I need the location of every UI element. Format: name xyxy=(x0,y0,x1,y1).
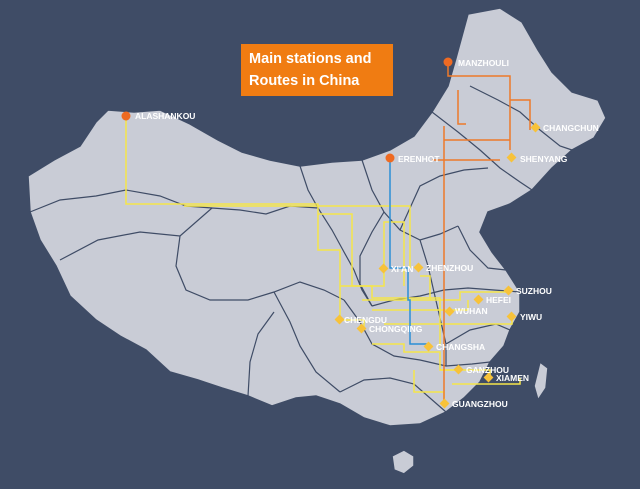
station-marker-shenyang[interactable] xyxy=(506,152,517,163)
station-marker-ganzhou[interactable] xyxy=(453,364,464,375)
station-marker-yiwu[interactable] xyxy=(506,311,517,322)
station-marker-xiamen[interactable] xyxy=(483,372,494,383)
label-hefei: HEFEI xyxy=(486,295,511,305)
inland-stations xyxy=(334,122,541,409)
label-shenyang: SHENYANG xyxy=(520,154,568,164)
taiwan-island xyxy=(533,360,549,402)
station-marker-xian[interactable] xyxy=(378,263,389,274)
label-chongqing: CHONGQING xyxy=(369,324,423,334)
label-chengdu: CHENGDU xyxy=(344,315,387,325)
station-marker-changsha[interactable] xyxy=(423,341,434,352)
label-guangzhou: GUANGZHOU xyxy=(452,399,508,409)
label-erenhot: ERENHOT xyxy=(398,154,440,164)
label-changchun: CHANGCHUN xyxy=(543,123,599,133)
station-marker-manzhouli[interactable] xyxy=(443,57,453,67)
station-marker-erenhot[interactable] xyxy=(385,153,395,163)
map-title-line1: Main stations and xyxy=(249,51,372,67)
label-yiwu: YIWU xyxy=(520,312,542,322)
hainan-island xyxy=(391,449,415,475)
yellow-routes xyxy=(125,116,521,404)
label-suzhou: SUZHOU xyxy=(516,286,552,296)
label-xian: XI'AN xyxy=(391,264,413,274)
border-stations xyxy=(121,57,453,163)
station-marker-wuhan[interactable] xyxy=(444,306,455,317)
station-marker-suzhou[interactable] xyxy=(503,285,514,296)
station-marker-zhenzhou[interactable] xyxy=(413,262,424,273)
station-marker-hefei[interactable] xyxy=(473,294,484,305)
blue-route xyxy=(389,160,430,345)
label-wuhan: WUHAN xyxy=(455,306,488,316)
province-borders xyxy=(29,85,573,413)
label-zhenzhou: ZHENZHOU xyxy=(426,263,473,273)
station-marker-chongqing[interactable] xyxy=(356,323,367,334)
station-labels: MANZHOULI ALASHANKOU ERENHOT CHANGCHUN S… xyxy=(135,58,599,409)
label-changsha: CHANGSHA xyxy=(436,342,485,352)
label-xiamen: XIAMEN xyxy=(496,373,529,383)
map-title-line2: Routes in China xyxy=(249,73,360,89)
station-marker-chengdu[interactable] xyxy=(334,314,345,325)
label-ganzhou: GANZHOU xyxy=(466,365,509,375)
station-marker-alashankou[interactable] xyxy=(121,111,131,121)
station-marker-changchun[interactable] xyxy=(530,122,541,133)
label-manzhouli: MANZHOULI xyxy=(458,58,509,68)
label-alashankou: ALASHANKOU xyxy=(135,111,195,121)
orange-routes xyxy=(432,62,531,404)
map-title-box: Main stations and Routes in China xyxy=(241,44,393,96)
station-marker-guangzhou[interactable] xyxy=(439,398,450,409)
china-landmass xyxy=(27,7,607,427)
